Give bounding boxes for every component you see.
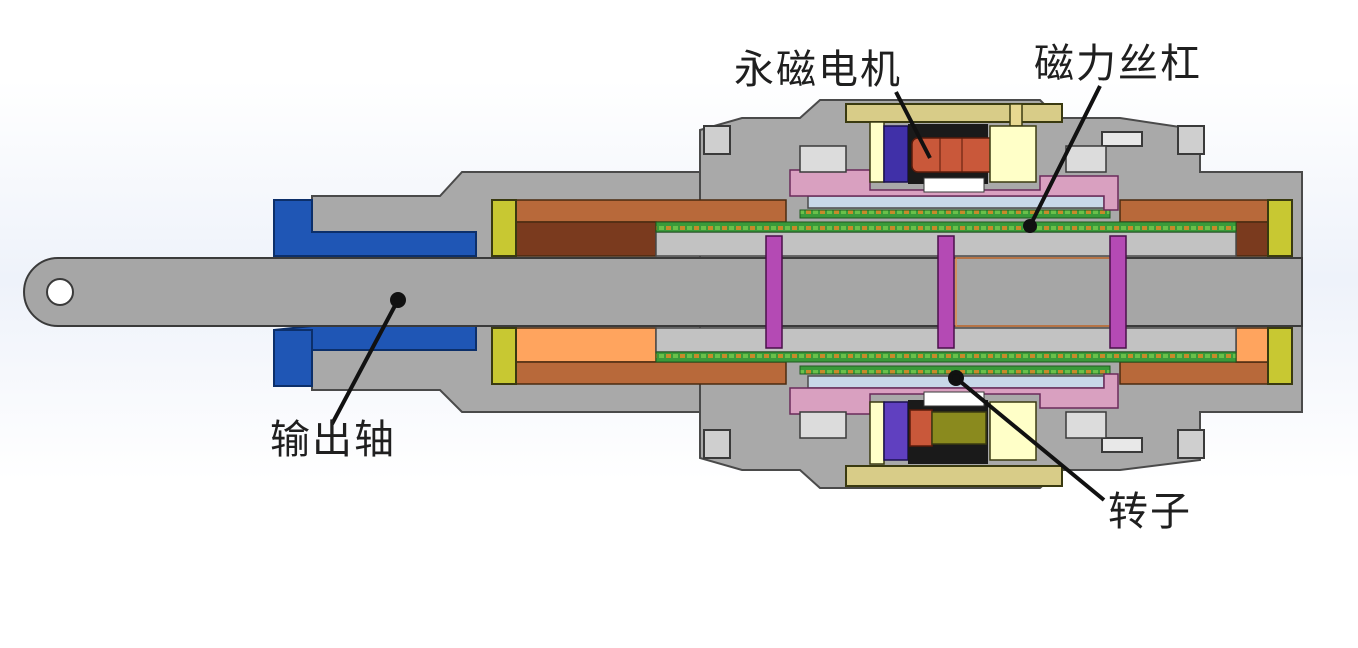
label-rotor: 转子 [1108, 489, 1192, 535]
leader-motor [894, 91, 932, 159]
end-caps [491, 199, 1293, 385]
shaft-eye [46, 278, 74, 306]
label-permanent-magnet-motor: 永磁电机 [734, 47, 902, 93]
lower-copper-tube [515, 361, 787, 385]
upper-copper-tube [515, 199, 787, 223]
label-magnetic-screw: 磁力丝杠 [1034, 41, 1202, 87]
lower-orange-sleeve [515, 327, 657, 363]
upper-dark-copper [515, 221, 657, 257]
magnet-strip-3 [799, 209, 1111, 219]
label-output-shaft: 输出轴 [270, 417, 396, 463]
leader-lines [330, 85, 1106, 502]
rotor-sleeve-upper [807, 195, 1105, 209]
top-cap [845, 103, 1063, 123]
leader-screw [1028, 85, 1102, 227]
magnet-strip-1 [655, 221, 1237, 233]
bearings [799, 145, 1107, 439]
bolts [703, 125, 1205, 459]
magenta-supports [765, 235, 1127, 349]
magnet-strip-2 [655, 351, 1237, 363]
bottom-cap [845, 465, 1063, 487]
stator-lower [869, 391, 1037, 465]
output-shaft [23, 257, 1303, 327]
leader-rotor [954, 376, 1106, 502]
stator-upper [869, 121, 1037, 193]
leader-shaft [330, 299, 400, 425]
